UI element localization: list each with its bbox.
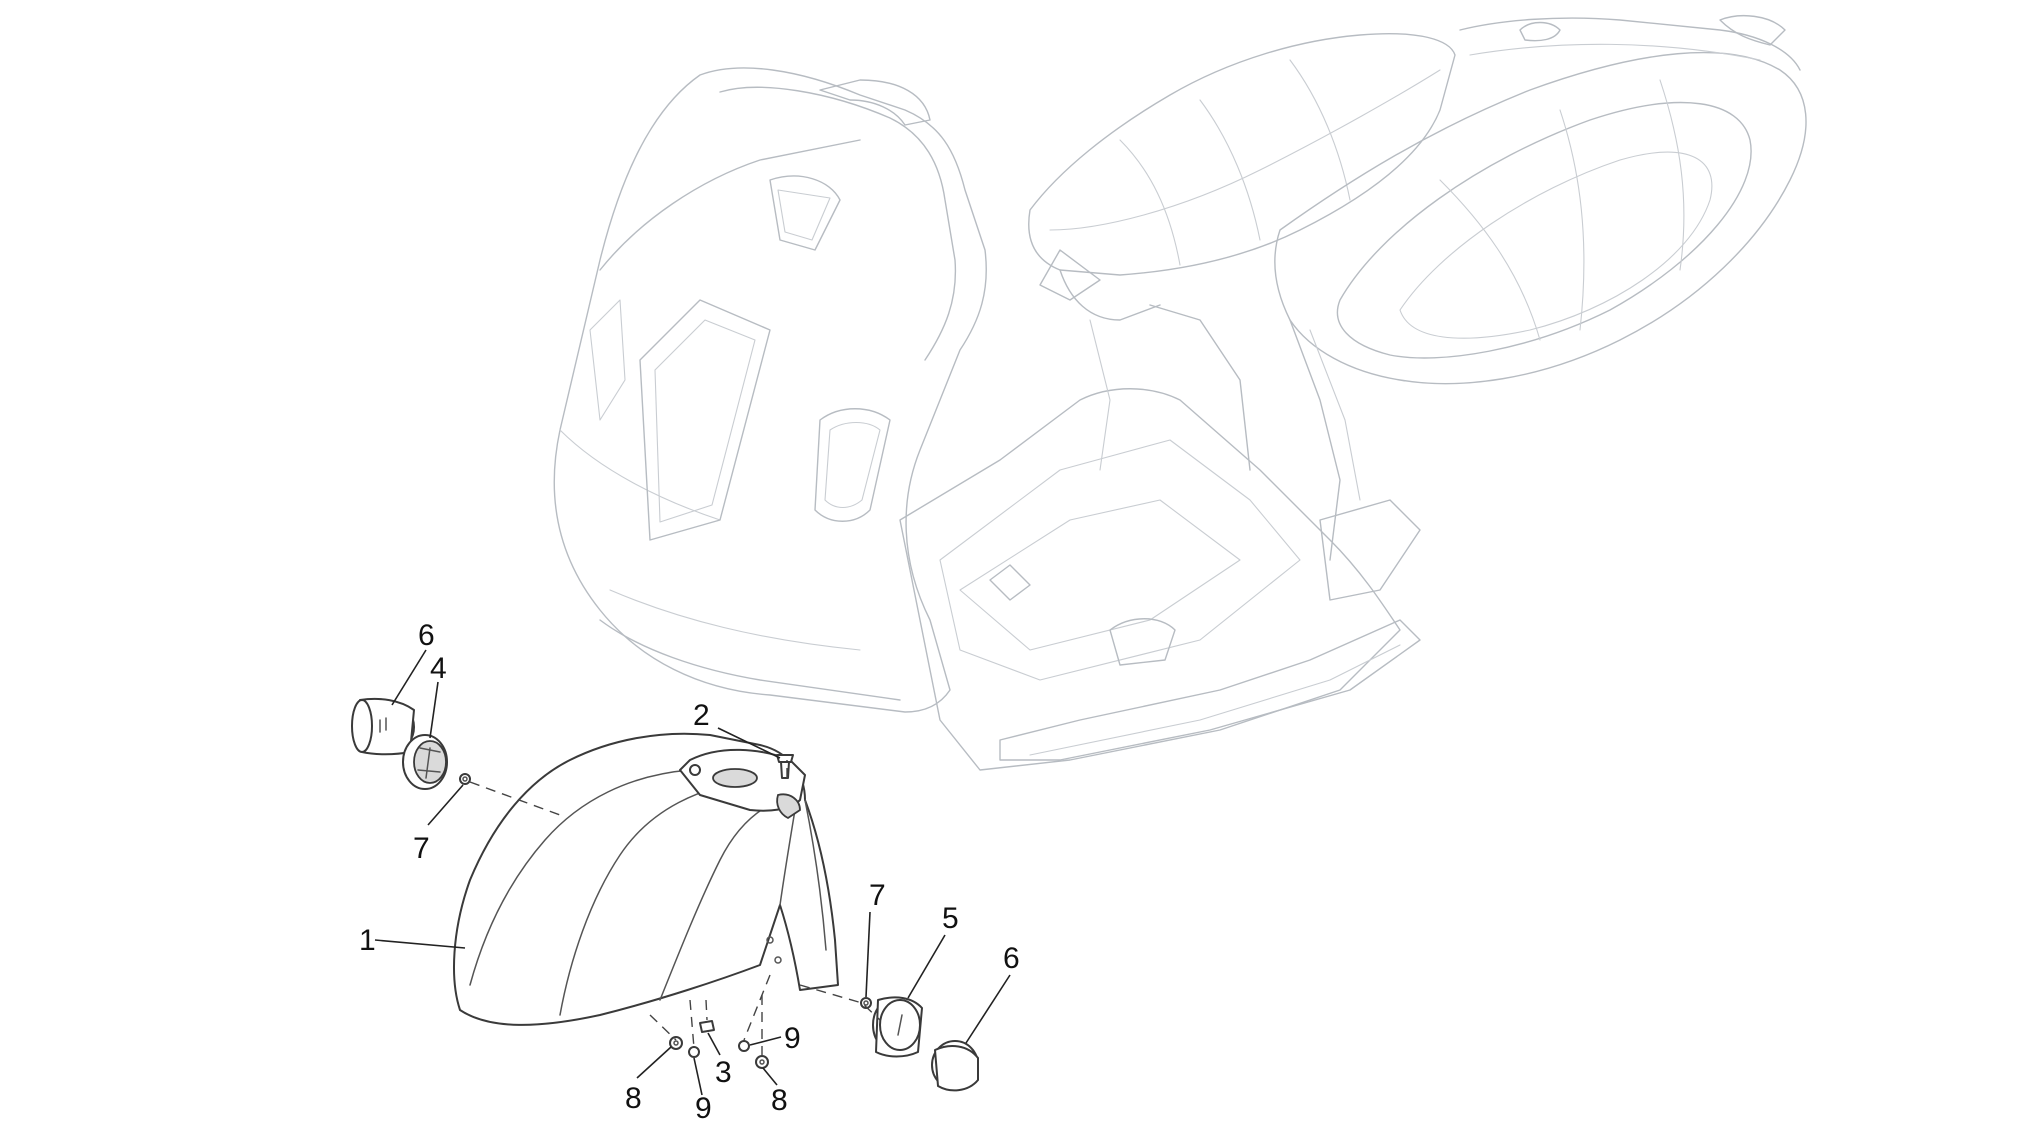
scooter-body-outline (553, 15, 1807, 771)
callout-9-right: 9 (784, 1022, 801, 1055)
callout-6-left: 6 (418, 619, 435, 652)
bottom-fastener-part-8-left (669, 1036, 683, 1050)
left-cover-part-4 (402, 734, 448, 790)
callout-9-bottom: 9 (695, 1092, 712, 1123)
bottom-fastener-part-9-left (688, 1046, 700, 1058)
right-cover-part-5 (872, 996, 923, 1058)
front-mudguard (453, 732, 839, 1026)
callout-7-left: 7 (413, 832, 430, 865)
left-nut-part-7 (459, 773, 471, 785)
left-cap-part-6 (351, 697, 415, 756)
clip-part-3 (699, 1020, 715, 1033)
bottom-fastener-part-9-right (738, 1040, 750, 1052)
bottom-fastener-part-8-right (755, 1055, 769, 1069)
callout-3: 3 (715, 1056, 732, 1089)
callout-8-left: 8 (625, 1082, 642, 1115)
callout-5: 5 (942, 902, 959, 935)
callout-6-right: 6 (1003, 942, 1020, 975)
callout-labels: 1 2 3 4 5 6 6 7 7 8 8 9 9 (359, 619, 1020, 1123)
right-nut-part-7 (860, 997, 872, 1009)
callout-8-right: 8 (771, 1084, 788, 1117)
callout-7-right: 7 (869, 879, 886, 912)
assembly-lines (469, 760, 881, 1055)
leader-lines (374, 649, 1011, 1096)
callout-1: 1 (359, 924, 376, 957)
callout-4: 4 (430, 652, 447, 685)
callout-2: 2 (693, 699, 710, 732)
right-cap-part-6 (931, 1040, 979, 1092)
